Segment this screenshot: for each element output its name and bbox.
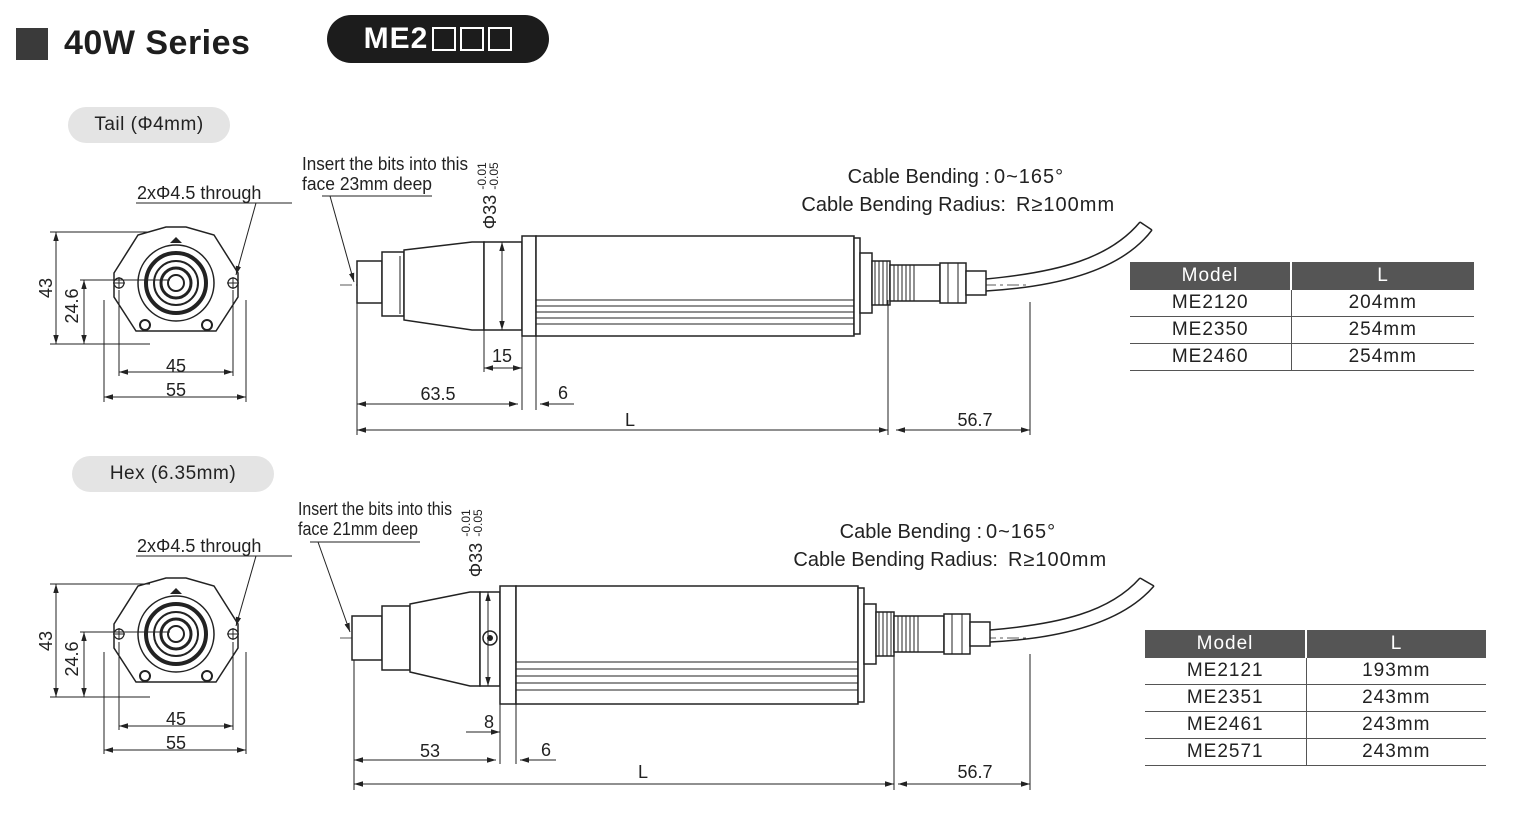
hex-tol-upper: -0.01 xyxy=(459,509,473,537)
tail-side-dimensions: Φ33 -0.01 -0.05 15 63.5 6 L 56.7 Insert … xyxy=(302,154,1115,435)
hex-front-view xyxy=(111,576,241,684)
hex-dim-nose: 8 xyxy=(484,712,494,732)
tail-cable-bending-value: 0~165° xyxy=(994,166,1064,188)
table-row: ME2461 243mm xyxy=(1145,711,1486,739)
tail-note-line1: Insert the bits into this xyxy=(302,154,468,174)
tail-cable-bending-label: Cable Bending : xyxy=(848,166,990,188)
tail-cable-radius-label: Cable Bending Radius: xyxy=(801,194,1006,216)
hex-table-header-model: Model xyxy=(1145,630,1306,658)
tail-dim-tail: 56.7 xyxy=(957,410,992,430)
table-cell-model: ME2460 xyxy=(1130,343,1291,371)
hex-dim-55: 55 xyxy=(166,733,186,753)
hex-tol-lower: -0.05 xyxy=(471,509,485,537)
table-row: ME2121 193mm xyxy=(1145,658,1486,685)
hex-cable-radius-value: R≥100mm xyxy=(1008,549,1107,571)
hex-dim-length: L xyxy=(638,762,648,782)
table-cell-model: ME2571 xyxy=(1145,738,1306,766)
hex-dim-tail: 56.7 xyxy=(957,762,992,782)
hex-front-dimensions: 43 24.6 45 55 2xΦ4.5 through xyxy=(36,536,292,754)
tail-front-view xyxy=(111,225,241,333)
tail-dim-43: 43 xyxy=(36,278,56,298)
table-cell-length: 254mm xyxy=(1290,343,1474,371)
table-row: ME2571 243mm xyxy=(1145,738,1486,766)
hex-side-view xyxy=(340,577,1155,705)
section-tag-hex: Hex (6.35mm) xyxy=(72,456,274,492)
placeholder-box-3 xyxy=(488,27,513,51)
series-title: 40W Series xyxy=(64,24,251,62)
hex-cable-bending-label: Cable Bending : xyxy=(840,521,982,543)
table-cell-model: ME2121 xyxy=(1145,658,1306,685)
tail-side-view xyxy=(340,221,1153,337)
table-cell-model: ME2351 xyxy=(1145,684,1306,712)
tail-note-line2: face 23mm deep xyxy=(302,174,432,194)
hex-side-dimensions: Φ33 -0.01 -0.05 8 53 6 L 56.7 Insert the… xyxy=(298,499,1107,790)
tail-dim-flange: 6 xyxy=(558,383,568,403)
hex-cable-radius-label: Cable Bending Radius: xyxy=(793,549,998,571)
placeholder-box-2 xyxy=(460,27,485,51)
tail-table-header-l: L xyxy=(1290,262,1474,290)
hex-dia-label: Φ33 xyxy=(466,543,486,577)
title-square-bullet xyxy=(16,28,48,60)
tail-tol-lower: -0.05 xyxy=(487,162,501,190)
tail-front-dimensions: 43 24.6 45 55 2xΦ4.5 through xyxy=(36,183,292,402)
tail-dim-24-6: 24.6 xyxy=(62,288,82,323)
tail-dim-length: L xyxy=(625,410,635,430)
tail-dia-label: Φ33 xyxy=(480,195,500,229)
tail-table-header-model: Model xyxy=(1130,262,1291,290)
hex-dim-45: 45 xyxy=(166,709,186,729)
tail-dim-55: 55 xyxy=(166,380,186,400)
table-cell-length: 254mm xyxy=(1290,316,1474,344)
table-row: ME2460 254mm xyxy=(1130,343,1474,371)
tail-dim-45: 45 xyxy=(166,356,186,376)
hex-cable-bending-value: 0~165° xyxy=(986,521,1056,543)
table-cell-length: 243mm xyxy=(1305,738,1486,766)
tail-tol-upper: -0.01 xyxy=(475,162,489,190)
tail-dim-front: 63.5 xyxy=(420,384,455,404)
table-cell-length: 243mm xyxy=(1305,684,1486,712)
table-row: ME2351 243mm xyxy=(1145,684,1486,712)
tail-model-table: Model L ME2120 204mm ME2350 254mm ME2460… xyxy=(1130,262,1474,371)
table-row: ME2120 204mm xyxy=(1130,290,1474,317)
hex-dim-43: 43 xyxy=(36,631,56,651)
model-code-pill: ME2 xyxy=(327,15,549,63)
tail-holes-label: 2xΦ4.5 through xyxy=(137,183,261,203)
tail-dim-nose: 15 xyxy=(492,346,512,366)
hex-dim-24-6: 24.6 xyxy=(62,641,82,676)
hex-note-line1: Insert the bits into this xyxy=(298,499,452,519)
hex-dim-flange: 6 xyxy=(541,740,551,760)
hex-note-line2: face 21mm deep xyxy=(298,519,418,539)
hex-holes-label: 2xΦ4.5 through xyxy=(137,536,261,556)
model-prefix: ME2 xyxy=(363,22,429,55)
hex-table-header-l: L xyxy=(1305,630,1486,658)
table-cell-length: 193mm xyxy=(1305,658,1486,685)
table-cell-length: 243mm xyxy=(1305,711,1486,739)
table-cell-model: ME2350 xyxy=(1130,316,1291,344)
tail-cable-radius-value: R≥100mm xyxy=(1016,194,1115,216)
table-row: ME2350 254mm xyxy=(1130,316,1474,344)
table-cell-model: ME2120 xyxy=(1130,290,1291,317)
section-tag-tail: Tail (Φ4mm) xyxy=(68,107,230,143)
placeholder-box-1 xyxy=(432,27,457,51)
hex-model-table: Model L ME2121 193mm ME2351 243mm ME2461… xyxy=(1145,630,1486,766)
hex-dim-front: 53 xyxy=(420,741,440,761)
table-cell-length: 204mm xyxy=(1290,290,1474,317)
table-cell-model: ME2461 xyxy=(1145,711,1306,739)
